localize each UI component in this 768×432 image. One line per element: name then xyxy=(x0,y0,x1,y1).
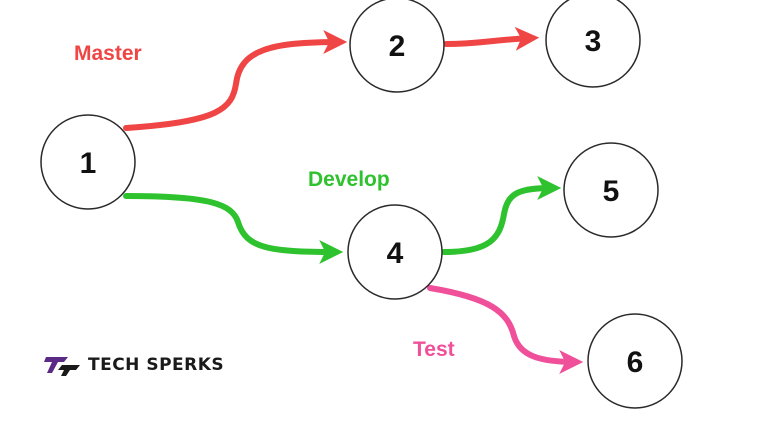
branch-label-master: Master xyxy=(74,42,142,65)
edge-1-2 xyxy=(123,30,348,131)
edge-4-5 xyxy=(441,176,562,255)
logo-text: TECH SPERKS xyxy=(88,355,225,375)
commit-node-5-label: 5 xyxy=(603,175,620,208)
commit-node-6: 6 xyxy=(587,313,683,409)
tech-sperks-logo: TECH SPERKS xyxy=(44,354,224,376)
edge-4-6 xyxy=(427,285,584,374)
branch-label-develop: Develop xyxy=(308,168,390,191)
commit-node-4-label: 4 xyxy=(387,237,404,270)
commit-node-1-label: 1 xyxy=(80,147,97,180)
branch-label-test: Test xyxy=(413,338,455,361)
commit-node-5: 5 xyxy=(563,142,659,238)
commit-node-2-label: 2 xyxy=(389,30,406,63)
edge-1-4 xyxy=(123,193,344,264)
edge-2-3 xyxy=(443,26,540,51)
commit-node-4: 4 xyxy=(347,204,443,300)
tech-sperks-logo-icon xyxy=(44,357,80,376)
commit-node-3-label: 3 xyxy=(585,25,602,58)
commit-node-2: 2 xyxy=(349,0,445,93)
commit-node-1: 1 xyxy=(40,114,136,210)
commit-node-6-label: 6 xyxy=(627,346,644,379)
commit-node-3: 3 xyxy=(545,0,641,88)
